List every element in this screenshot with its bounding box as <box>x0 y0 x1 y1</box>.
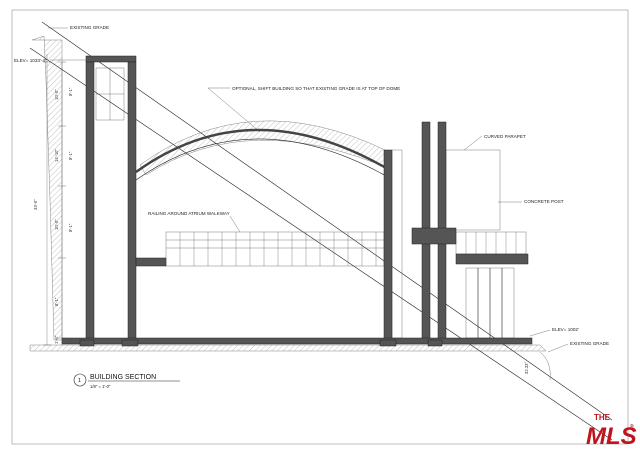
left-wall-inner <box>127 61 137 343</box>
elevation-leader-bottom <box>529 329 551 337</box>
footing-1 <box>79 339 95 347</box>
dimension-segment-5: 8'-1" <box>68 87 73 96</box>
section-scale: 1/8" = 1'-0" <box>90 384 111 389</box>
section-number: 1 <box>78 378 81 384</box>
atrium-railing <box>165 231 385 267</box>
existing-grade-label-top: EXISTING GRADE <box>70 25 109 30</box>
dimension-segment-1: 10'-0" <box>54 89 59 100</box>
deck-balusters <box>465 232 517 254</box>
railing-leader <box>229 215 241 233</box>
sheet-border <box>11 9 629 445</box>
dimension-segment-4: 8'-1" <box>54 297 59 306</box>
section-title: BUILDING SECTION <box>90 374 156 381</box>
railing-balusters <box>179 232 377 266</box>
curved-parapet-label: CURVED PARAPET <box>484 134 526 139</box>
dimension-segment-2: 14'-10" <box>54 148 59 162</box>
concrete-post-label: CONCRETE POST <box>524 199 564 204</box>
section-number-circle <box>73 373 87 387</box>
existing-grade-line-lower <box>29 47 613 441</box>
upper-wall-outline <box>445 149 501 231</box>
railing-label: RAILING AROUND ATRIUM WALKWAY <box>148 211 230 216</box>
slope-angle-arc <box>539 351 551 381</box>
footing-4 <box>427 339 443 347</box>
soil-hatch-bottom <box>29 344 547 352</box>
existing-grade-leader-bottom <box>547 343 569 353</box>
post-beam <box>411 227 457 245</box>
mezzanine-slab <box>135 257 167 267</box>
dimension-segment-3: 10'-0" <box>54 219 59 230</box>
right-dome-wall <box>383 149 393 343</box>
deck-railing <box>455 231 527 255</box>
logo-the: THE <box>594 413 611 422</box>
right-parapet-outline <box>391 149 403 339</box>
existing-grade-label-bottom: EXISTING GRADE <box>570 341 609 346</box>
deck-slab <box>455 253 529 265</box>
dimension-segment-6: 8'-1" <box>68 151 73 160</box>
dome-arch <box>135 128 387 173</box>
dome-arch-inner <box>135 138 387 181</box>
elevation-label-top: ELEV= 1033'-4" <box>14 58 47 63</box>
footing-3 <box>379 339 397 347</box>
optional-note-leader-b <box>207 87 261 133</box>
dimension-ticks <box>43 61 66 346</box>
logo-mls: MLS <box>586 423 637 450</box>
existing-grade-line-upper <box>41 21 613 421</box>
elevation-label-bottom: ELEV= 1002' <box>552 327 579 332</box>
tower-cap <box>85 55 137 63</box>
footing-2 <box>121 339 139 347</box>
slope-angle-label: 32.33° <box>524 362 529 374</box>
left-wall-outer <box>85 61 95 343</box>
optional-shift-note: OPTIONAL, SHIFT BUILDING SO THAT EXISTIN… <box>232 86 400 91</box>
logo-registered: ® <box>630 423 634 430</box>
dimension-segment-7: 8'-1" <box>68 223 73 232</box>
curved-parapet-leader <box>463 135 483 151</box>
overall-dimension-label: 33'-0" <box>33 199 38 210</box>
dimension-segment-8: 1'-6" <box>54 335 59 344</box>
